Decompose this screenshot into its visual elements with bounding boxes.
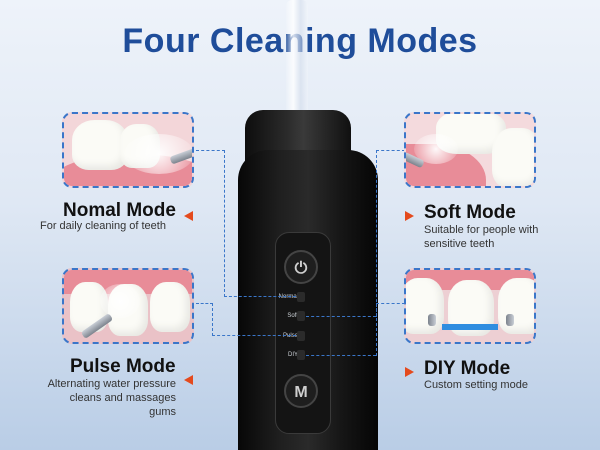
pulse-mode-title: Pulse Mode: [70, 356, 176, 377]
led-diy: [297, 350, 305, 360]
connector-normal-h: [224, 296, 296, 297]
connector-normal: [196, 150, 225, 297]
led-normal: [297, 292, 305, 302]
led-label-pulse: Pulse: [282, 333, 298, 339]
pointer-arrow-icon: [405, 367, 414, 377]
soft-mode-desc-line1: Suitable for people with: [424, 224, 539, 236]
connector-pulse: [196, 303, 213, 336]
normal-mode-title: Nomal Mode: [63, 200, 176, 221]
connector-diy-h: [306, 355, 376, 356]
connector-soft: [376, 150, 405, 317]
pulse-mode-desc-line2: cleans and massages: [69, 392, 176, 404]
power-button[interactable]: ⏻: [284, 250, 318, 284]
led-label-normal: Normal: [278, 294, 298, 300]
led-label-soft: Soft: [287, 313, 298, 319]
pulse-mode-desc-line3: gums: [149, 406, 176, 418]
pulse-mode-desc-line1: Alternating water pressure: [47, 378, 176, 390]
led-pulse: [297, 331, 305, 341]
diy-mode-desc: Custom setting mode: [424, 379, 528, 391]
led-soft: [297, 311, 305, 321]
diy-mode-image: [404, 268, 536, 344]
soft-mode-title: Soft Mode: [424, 202, 516, 223]
normal-mode-desc: For daily cleaning of teeth: [40, 220, 166, 232]
pointer-arrow-icon: [184, 375, 193, 385]
led-label-diy: DIY: [287, 352, 298, 358]
soft-mode-desc-line2: sensitive teeth: [424, 238, 495, 250]
normal-mode-image: [62, 112, 194, 188]
nozzle: [286, 0, 308, 120]
pulse-mode-image: [62, 268, 194, 344]
pointer-arrow-icon: [184, 211, 193, 221]
connector-soft-h: [306, 316, 376, 317]
diy-mode-title: DIY Mode: [424, 358, 511, 379]
mode-button[interactable]: M: [284, 374, 318, 408]
bidirectional-arrow-icon: [442, 324, 498, 330]
soft-mode-image: [404, 112, 536, 188]
pointer-arrow-icon: [405, 211, 414, 221]
connector-pulse-h: [212, 335, 296, 336]
connector-diy: [376, 303, 405, 356]
